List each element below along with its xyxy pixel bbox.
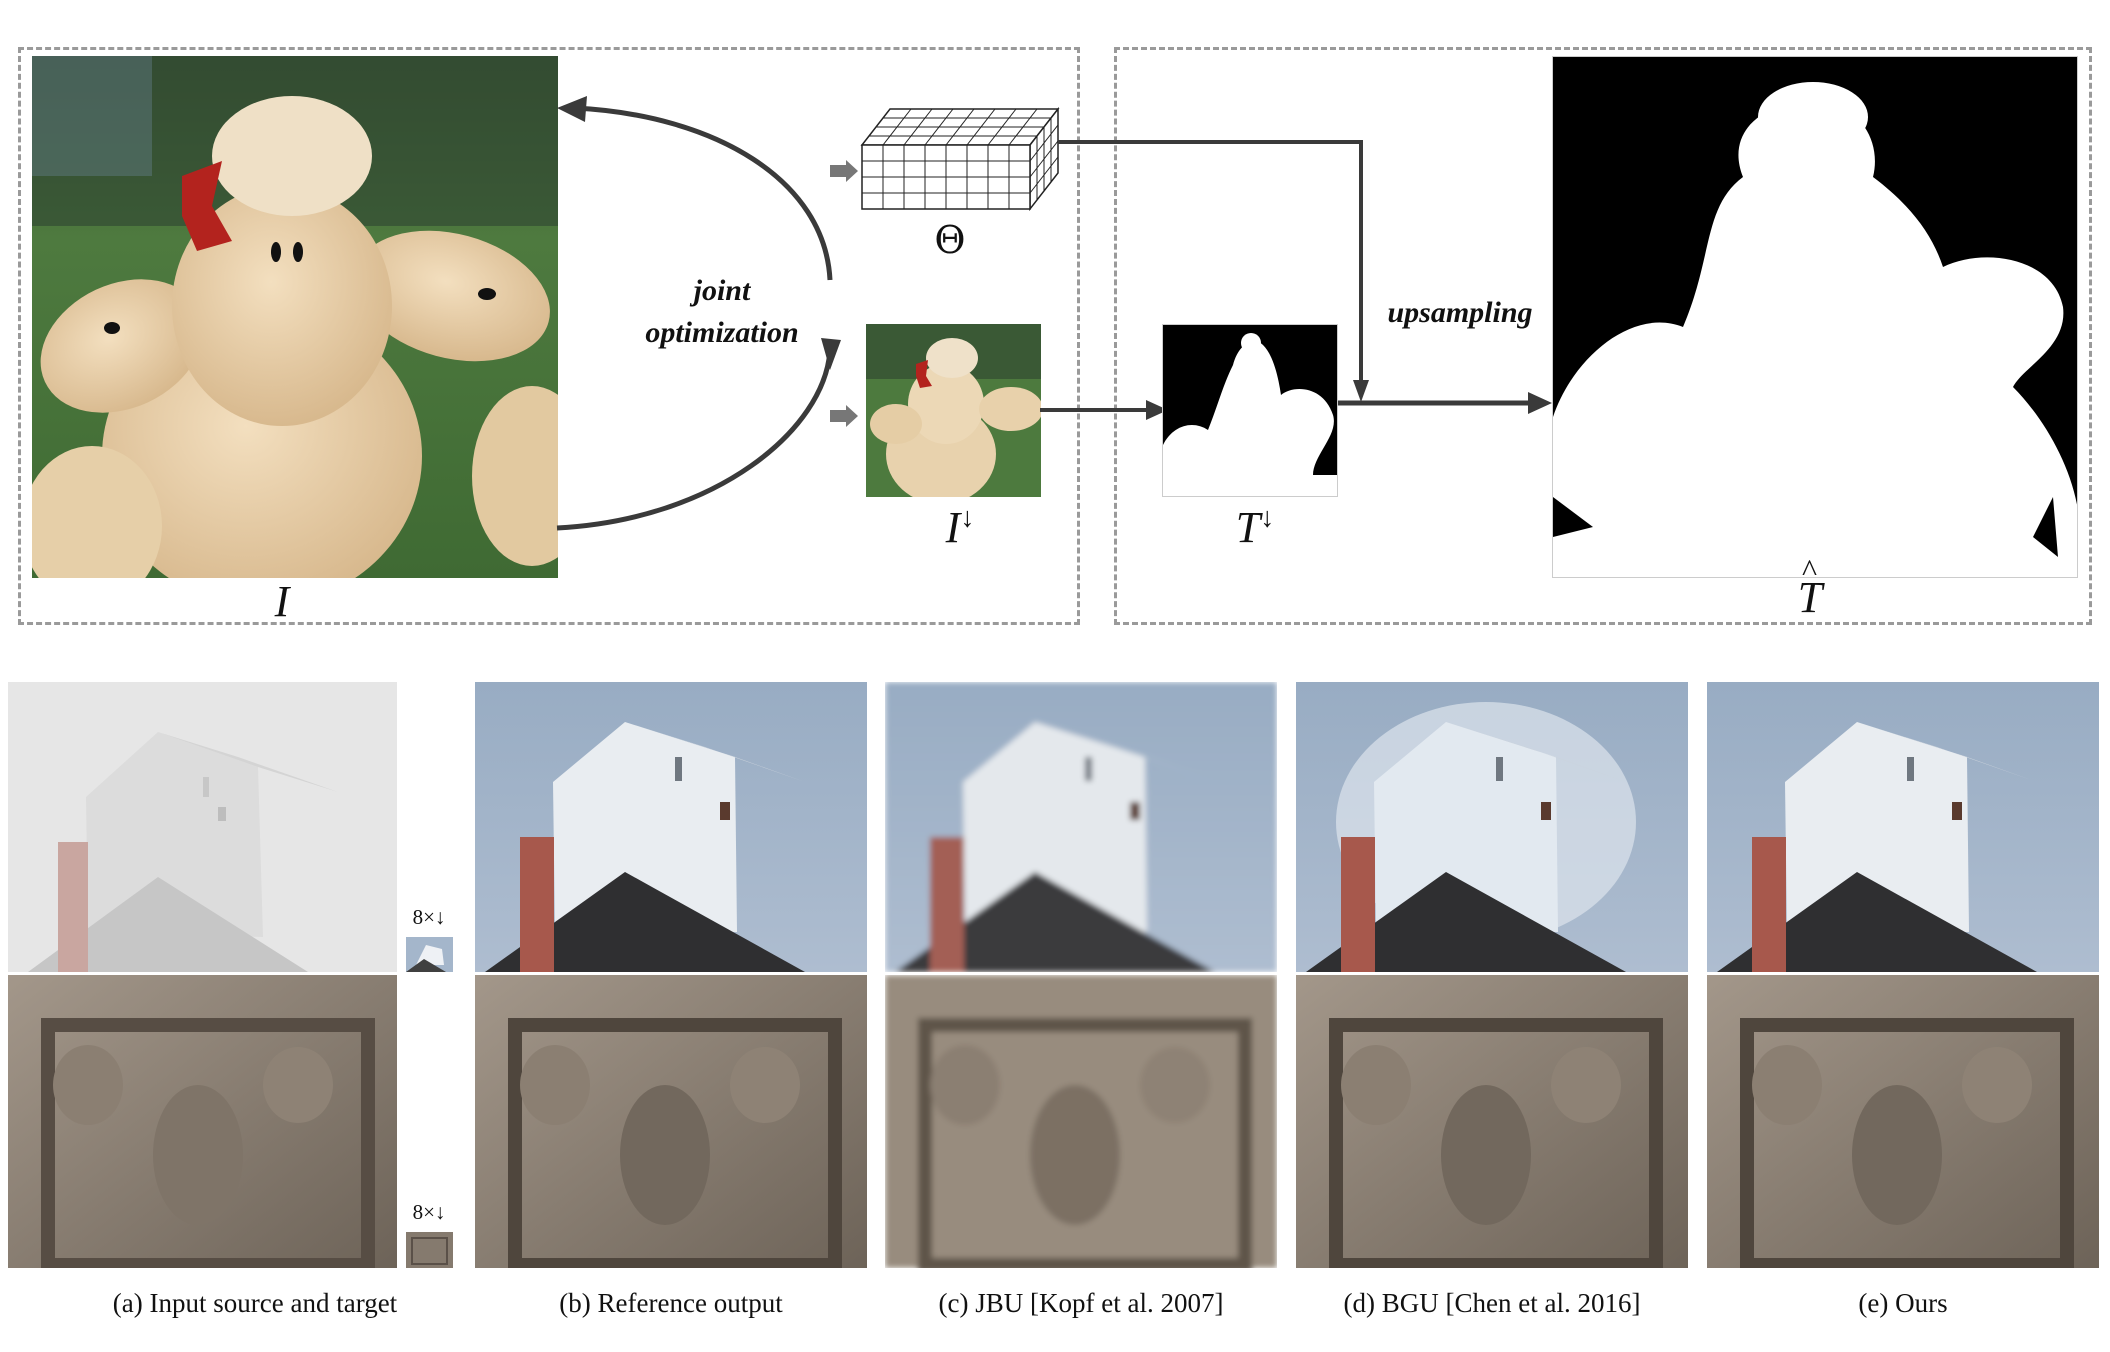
upsampling-label: upsampling bbox=[1387, 296, 1533, 329]
caption-a: (a) Input source and target bbox=[112, 1288, 398, 1318]
joint-optimization-arc bbox=[556, 96, 841, 531]
col-a-building-input bbox=[8, 682, 397, 972]
downsampled-building-thumb bbox=[406, 937, 453, 972]
col-b-building-reference bbox=[475, 682, 867, 972]
bilateral-grid-cube bbox=[860, 106, 1060, 212]
upsampling-arrows bbox=[1058, 140, 1552, 414]
label-input-I: I bbox=[274, 577, 290, 626]
col-e-carving-ours bbox=[1707, 975, 2099, 1268]
caption-b: (b) Reference output bbox=[559, 1288, 783, 1318]
downsampled-carving-thumb bbox=[406, 1232, 453, 1268]
target-downsampled-mask bbox=[1162, 324, 1338, 497]
col-b-carving-reference bbox=[475, 975, 867, 1268]
right-dashed-panel bbox=[1114, 47, 2092, 625]
label-theta: Θ bbox=[934, 218, 966, 262]
col-a-carving-input bbox=[8, 975, 397, 1268]
joint-word: joint bbox=[693, 274, 751, 307]
label-input-down-base: I bbox=[945, 503, 961, 552]
label-output-base: T bbox=[1797, 573, 1823, 622]
label-input-down-sup: ↓ bbox=[960, 502, 975, 534]
label-target-down-base: T bbox=[1235, 503, 1261, 552]
label-input-down: I↓ bbox=[930, 502, 990, 553]
arrow-to-target-down bbox=[1040, 400, 1168, 420]
col-d-carving-bgu bbox=[1296, 975, 1688, 1268]
arrow-to-theta bbox=[830, 160, 858, 182]
joint-optimization-label: joint optimization bbox=[612, 270, 832, 354]
input-downsampled-image bbox=[866, 324, 1041, 497]
label-output: ^ T bbox=[1790, 552, 1830, 623]
output-upsampled-mask bbox=[1552, 56, 2078, 578]
col-c-carving-jbu bbox=[885, 975, 1277, 1268]
left-dashed-panel bbox=[18, 47, 1080, 625]
optimization-word: optimization bbox=[645, 316, 799, 349]
col-c-building-jbu bbox=[885, 682, 1277, 972]
caption-e: (e) Ours bbox=[1858, 1288, 1948, 1318]
downsample-label-bottom: 8×↓ bbox=[412, 1200, 446, 1224]
col-e-building-ours bbox=[1707, 682, 2099, 972]
col-d-building-bgu bbox=[1296, 682, 1688, 972]
caption-c: (c) JBU [Kopf et al. 2007] bbox=[938, 1288, 1224, 1318]
label-output-hat: ^ bbox=[1802, 552, 1818, 588]
label-target-down: T↓ bbox=[1225, 502, 1285, 553]
label-target-down-sup: ↓ bbox=[1260, 502, 1275, 534]
downsample-label-top: 8×↓ bbox=[412, 905, 446, 929]
arrow-to-input-down bbox=[830, 405, 858, 427]
caption-d: (d) BGU [Chen et al. 2016] bbox=[1343, 1288, 1641, 1318]
input-image-plush bbox=[32, 56, 558, 578]
